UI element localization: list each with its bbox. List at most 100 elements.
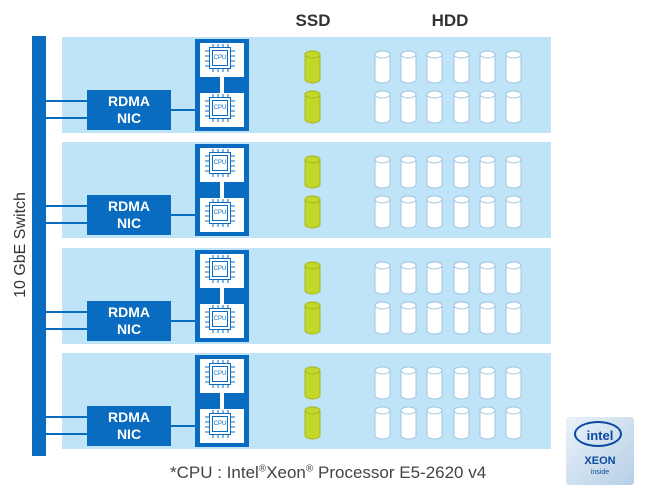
switch-label: 10 GbE Switch: [12, 192, 29, 298]
hdd-cylinder-icon: [453, 90, 470, 124]
hdd-cylinder-icon: [426, 261, 443, 295]
hdd-cylinder-icon: [479, 155, 496, 189]
hdd-cylinder-icon: [374, 406, 391, 440]
cpu-chip-icon: CPU: [200, 198, 244, 232]
cpu-interconnect: [220, 288, 224, 304]
nic-cpu-link: [171, 214, 195, 216]
cpu-chip-label: CPU: [212, 205, 228, 221]
ssd-cylinder-icon: [304, 366, 321, 400]
cpu-pair: CPU CPU: [195, 39, 249, 131]
ssd-cylinder-icon: [304, 301, 321, 335]
hdd-cylinder-icon: [479, 366, 496, 400]
hdd-cylinder-icon: [453, 301, 470, 335]
nic-label-line1: RDMA: [108, 304, 150, 320]
nic-label-line2: NIC: [116, 215, 142, 231]
nic-label-line1: RDMA: [108, 409, 150, 425]
switch-nic-link: [46, 433, 88, 435]
nic-label-line1: RDMA: [108, 198, 150, 214]
switch-nic-link: [46, 205, 88, 207]
ssd-cylinder-icon: [304, 261, 321, 295]
hdd-cylinder-icon: [400, 155, 417, 189]
hdd-cylinder-icon: [374, 195, 391, 229]
cpu-chip: CPU: [209, 363, 231, 385]
hdd-cylinder-icon: [453, 50, 470, 84]
hdd-cylinder-icon: [453, 195, 470, 229]
switch-nic-link: [46, 117, 88, 119]
hdd-cylinder-icon: [453, 406, 470, 440]
hdd-cylinder-icon: [426, 50, 443, 84]
cpu-footnote: *CPU : Intel®Xeon® Processor E5-2620 v4: [170, 463, 486, 483]
ssd-cylinder-icon: [304, 195, 321, 229]
hdd-cylinder-icon: [453, 261, 470, 295]
hdd-cylinder-icon: [505, 50, 522, 84]
cpu-chip-icon: CPU: [200, 43, 244, 77]
nic-label-line2: NIC: [116, 426, 142, 442]
cpu-pins: [205, 94, 235, 122]
cpu-chip-icon: CPU: [200, 254, 244, 288]
hdd-cylinder-icon: [400, 366, 417, 400]
cpu-chip: CPU: [209, 202, 231, 224]
hdd-cylinder-icon: [400, 261, 417, 295]
cpu-interconnect: [220, 393, 224, 409]
footnote-suffix: Processor E5-2620 v4: [313, 463, 487, 482]
hdd-header: HDD: [431, 11, 469, 30]
cpu-pins: [205, 305, 235, 333]
cpu-pins: [205, 149, 235, 177]
logo-tagline: inside: [590, 469, 610, 476]
cpu-chip: CPU: [209, 258, 231, 280]
hdd-cylinder-icon: [426, 195, 443, 229]
hdd-cylinder-icon: [426, 301, 443, 335]
hdd-cylinder-icon: [374, 50, 391, 84]
ssd-cylinder-icon: [304, 155, 321, 189]
switch-nic-link: [46, 416, 88, 418]
cpu-pair: CPU CPU: [195, 250, 249, 342]
footnote-reg-2: ®: [305, 463, 314, 475]
hdd-cylinder-icon: [479, 50, 496, 84]
cpu-chip: CPU: [209, 47, 231, 69]
intel-xeon-logo-icon: intel XEON inside: [566, 417, 634, 485]
hdd-cylinder-icon: [479, 301, 496, 335]
cpu-chip-label: CPU: [212, 50, 228, 66]
hdd-cylinder-icon: [374, 301, 391, 335]
cpu-chip-label: CPU: [212, 366, 228, 382]
hdd-cylinder-icon: [400, 90, 417, 124]
logo-product: XEON: [584, 455, 616, 467]
hdd-cylinder-icon: [374, 90, 391, 124]
cpu-pair: CPU CPU: [195, 144, 249, 236]
nic-cpu-link: [171, 109, 195, 111]
switch-nic-link: [46, 311, 88, 313]
hdd-cylinder-icon: [374, 261, 391, 295]
logo-brand: intel: [586, 428, 614, 443]
hdd-cylinder-icon: [426, 155, 443, 189]
switch-bar: [32, 36, 46, 456]
cpu-chip-icon: CPU: [200, 409, 244, 443]
cpu-pins: [205, 360, 235, 388]
hdd-cylinder-icon: [479, 406, 496, 440]
nic-label-line2: NIC: [116, 110, 142, 126]
hdd-cylinder-icon: [479, 90, 496, 124]
cpu-interconnect: [220, 182, 224, 198]
cpu-chip-icon: CPU: [200, 359, 244, 393]
hdd-cylinder-icon: [453, 155, 470, 189]
hdd-cylinder-icon: [505, 301, 522, 335]
hdd-cylinder-icon: [505, 155, 522, 189]
footnote-reg-1: ®: [258, 463, 267, 475]
hdd-cylinder-icon: [505, 90, 522, 124]
hdd-cylinder-icon: [426, 90, 443, 124]
nic-label-line2: NIC: [116, 321, 142, 337]
cpu-interconnect: [220, 77, 224, 93]
cpu-chip-icon: CPU: [200, 148, 244, 182]
switch-nic-link: [46, 328, 88, 330]
hdd-cylinder-icon: [374, 155, 391, 189]
cpu-chip-label: CPU: [212, 261, 228, 277]
logo-ring: [574, 421, 622, 447]
hdd-cylinder-icon: [479, 261, 496, 295]
ssd-cylinder-icon: [304, 90, 321, 124]
hdd-cylinder-icon: [400, 195, 417, 229]
cpu-chip-icon: CPU: [200, 93, 244, 127]
cpu-chip: CPU: [209, 308, 231, 330]
ssd-cylinder-icon: [304, 406, 321, 440]
switch-nic-link: [46, 100, 88, 102]
